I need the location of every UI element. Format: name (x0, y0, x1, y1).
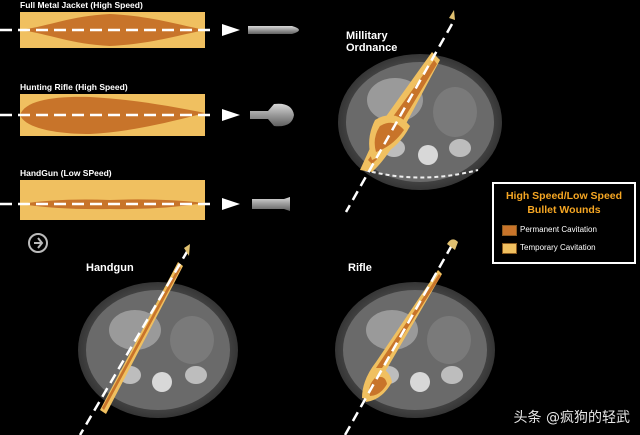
watermark: 头条 @疯狗的轻武 (513, 410, 630, 426)
ct-handgun (78, 244, 238, 435)
legend: High Speed/Low Speed Bullet Wounds Perma… (492, 182, 636, 264)
logo-icon (28, 233, 48, 253)
legend-permanent-label: Permanent Cavitation (520, 225, 597, 234)
fmj-bullet-icon (248, 26, 299, 34)
military-label-line1: Millitary (346, 30, 388, 42)
handgun-row-label: HandGun (Low SPeed) (20, 168, 112, 178)
fmj-wound-track (0, 12, 299, 48)
fmj-label: Full Metal Jacket (High Speed) (20, 0, 143, 10)
hunting-rifle-wound-track (0, 94, 294, 136)
ct-rifle (335, 239, 495, 435)
hunting-rifle-label: Hunting Rifle (High Speed) (20, 82, 128, 92)
permanent-swatch (502, 225, 517, 236)
handgun-wound-track (0, 180, 290, 220)
legend-title-line2: Bullet Wounds (527, 204, 601, 216)
ct-military-ordnance (338, 10, 502, 213)
rifle-panel-label: Rifle (348, 262, 372, 274)
handgun-panel-label: Handgun (86, 262, 134, 274)
handgun-bullet-icon (252, 197, 290, 211)
legend-temporary-label: Temporary Cavitation (520, 243, 596, 252)
expanding-bullet-icon (250, 103, 294, 127)
military-label-line2: Ordnance (346, 42, 398, 54)
temporary-swatch (502, 243, 517, 254)
legend-title-line1: High Speed/Low Speed (505, 190, 623, 202)
